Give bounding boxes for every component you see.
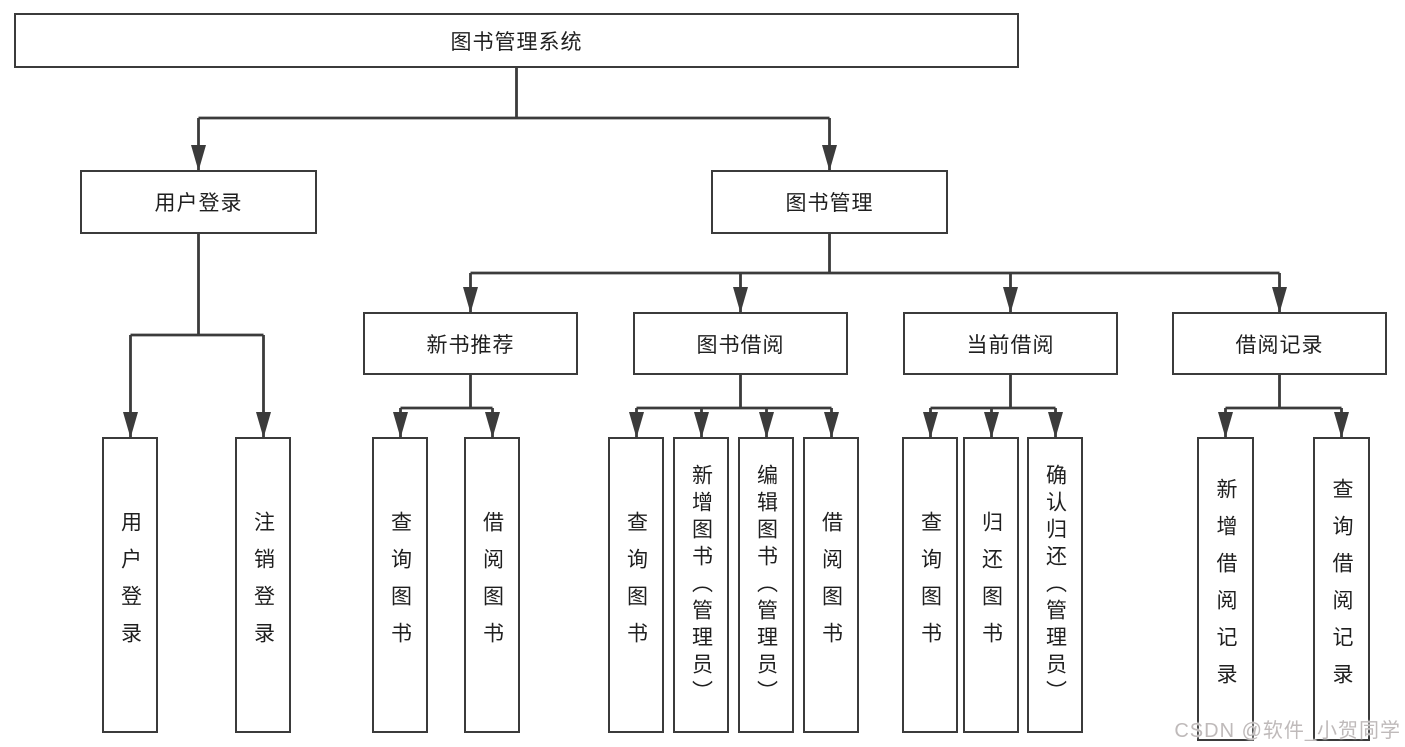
node-current-borrowing: 当前借阅 bbox=[903, 312, 1118, 375]
node-new-book-recommendation: 新书推荐 bbox=[363, 312, 578, 375]
node-book-management: 图书管理 bbox=[711, 170, 948, 234]
leaf-logout: 注销登录 bbox=[235, 437, 291, 733]
leaf-edit-book-admin: 编辑图书（管理员） bbox=[738, 437, 794, 733]
leaf-user-login: 用户登录 bbox=[102, 437, 158, 733]
leaf-query-borrow-record: 查询借阅记录 bbox=[1313, 437, 1370, 741]
leaf-query-books-recommend: 查询图书 bbox=[372, 437, 428, 733]
leaf-confirm-return-admin: 确认归还（管理员） bbox=[1027, 437, 1083, 733]
leaf-add-borrow-record: 新增借阅记录 bbox=[1197, 437, 1254, 741]
leaf-borrow-books-recommend: 借阅图书 bbox=[464, 437, 520, 733]
node-root: 图书管理系统 bbox=[14, 13, 1019, 68]
node-borrowing-records: 借阅记录 bbox=[1172, 312, 1387, 375]
node-book-borrowing: 图书借阅 bbox=[633, 312, 848, 375]
leaf-return-books: 归还图书 bbox=[963, 437, 1019, 733]
leaf-query-books-borrowing: 查询图书 bbox=[608, 437, 664, 733]
csdn-watermark: CSDN @软件_小贺同学 bbox=[1174, 720, 1401, 742]
leaf-query-books-current: 查询图书 bbox=[902, 437, 958, 733]
leaf-borrow-books-borrowing: 借阅图书 bbox=[803, 437, 859, 733]
node-user-login: 用户登录 bbox=[80, 170, 317, 234]
leaf-add-book-admin: 新增图书（管理员） bbox=[673, 437, 729, 733]
